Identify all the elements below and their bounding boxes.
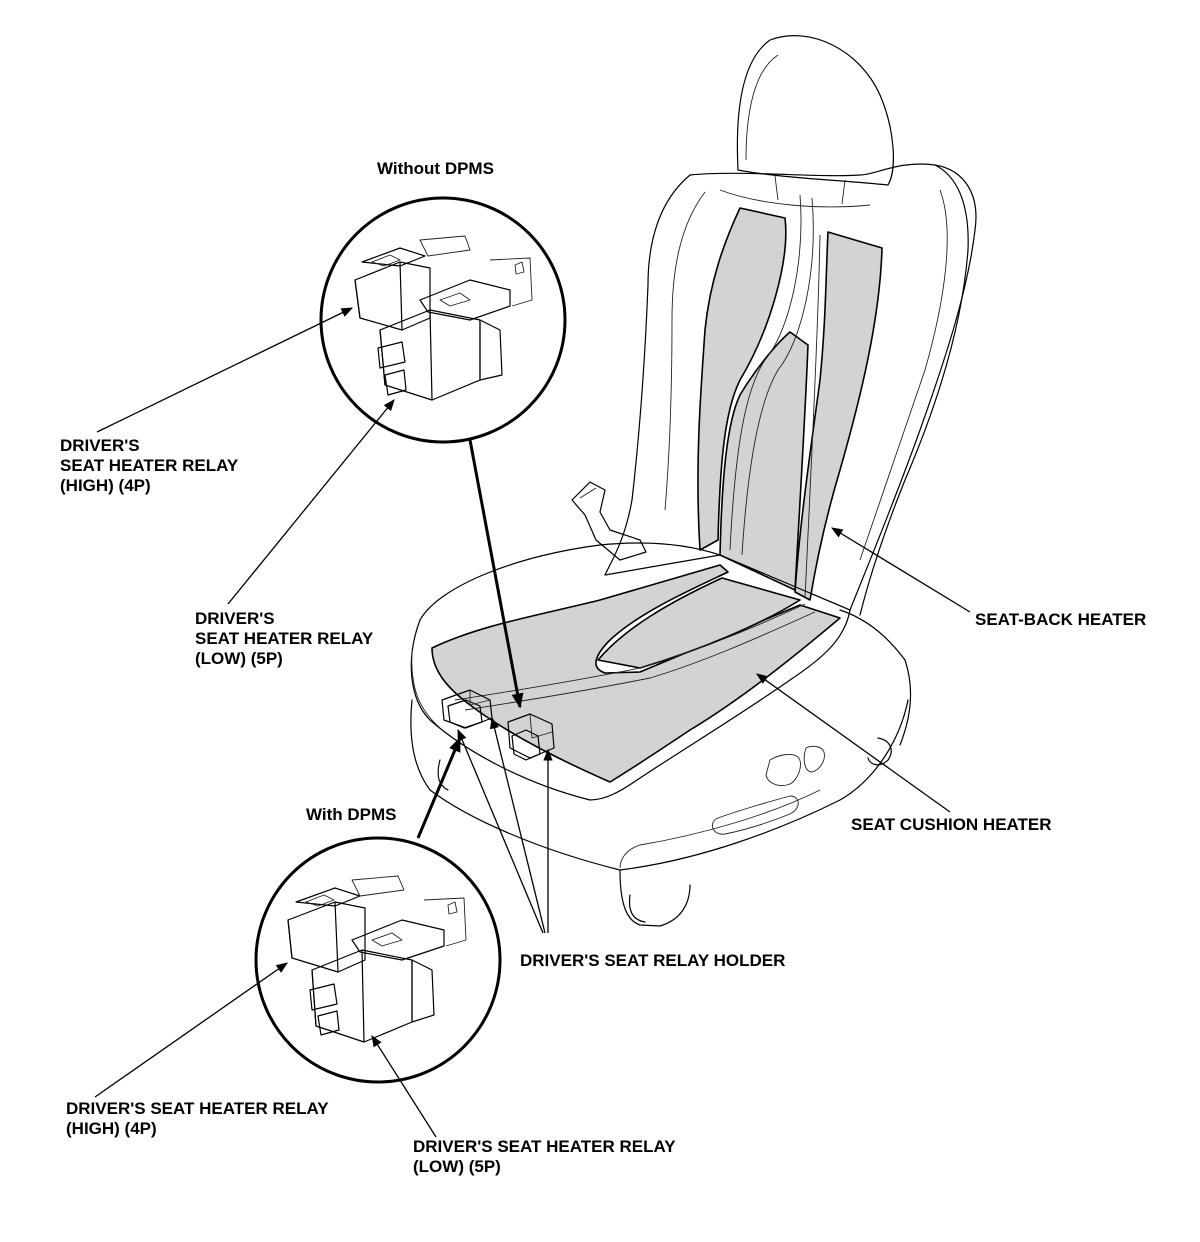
without-dpms-circle (319, 196, 567, 444)
seat-back-heater-label: SEAT-BACK HEATER (975, 610, 1147, 629)
headrest (736, 35, 894, 186)
seat-relay-holder-right (507, 713, 555, 761)
top-relay-low-leader (227, 399, 395, 605)
seat-back-heater-center-pad (719, 331, 809, 591)
bottom-relay-high-label: DRIVER'S SEAT HEATER RELAY (HIGH) (4P) (66, 1099, 329, 1138)
seat-back-heater-left-pad (697, 207, 787, 551)
seat-illustration (410, 35, 977, 927)
without-dpms-label: Without DPMS (377, 159, 494, 178)
with-dpms-detail (254, 836, 502, 1084)
relay-holder-leader-left (457, 728, 544, 934)
seat-adjust-switch-rear (765, 753, 801, 786)
relay-holder-leader-mid (489, 716, 546, 934)
seat-cushion-heater-pads (431, 564, 841, 783)
seat-cushion-heater-leader (756, 673, 951, 813)
top-relay-high-leader (96, 307, 354, 433)
leader-lines (94, 307, 971, 1138)
without-dpms-connector (468, 439, 524, 709)
with-dpms-relay-4p (287, 875, 405, 973)
seat-side-trim (410, 699, 909, 871)
top-relay-high-label: DRIVER'S SEAT HEATER RELAY (HIGH) (4P) (60, 436, 239, 495)
bottom-relay-low-label: DRIVER'S SEAT HEATER RELAY (LOW) (5P) (413, 1137, 676, 1176)
top-relay-low-label: DRIVER'S SEAT HEATER RELAY (LOW) (5P) (195, 609, 374, 668)
seat-back (604, 163, 977, 611)
with-dpms-connector (416, 736, 462, 839)
without-dpms-relay-5p (377, 257, 533, 401)
seat-rail (619, 869, 691, 927)
seat-back-heater-pads (697, 194, 883, 601)
seat-belt-buckle (571, 481, 647, 561)
relay-holder-label: DRIVER'S SEAT RELAY HOLDER (520, 951, 786, 970)
seat-cushion-heater-label: SEAT CUSHION HEATER (851, 815, 1052, 834)
seat-back-heater-leader (831, 527, 971, 613)
bottom-relay-high-leader (94, 962, 288, 1098)
seat-adjust-switch-front (711, 795, 799, 835)
with-dpms-label: With DPMS (306, 805, 397, 824)
seat-back-heater-right-pad (794, 231, 883, 601)
without-dpms-detail (319, 196, 567, 444)
with-dpms-relay-5p (309, 897, 467, 1043)
bottom-relay-low-leader (371, 1035, 437, 1138)
